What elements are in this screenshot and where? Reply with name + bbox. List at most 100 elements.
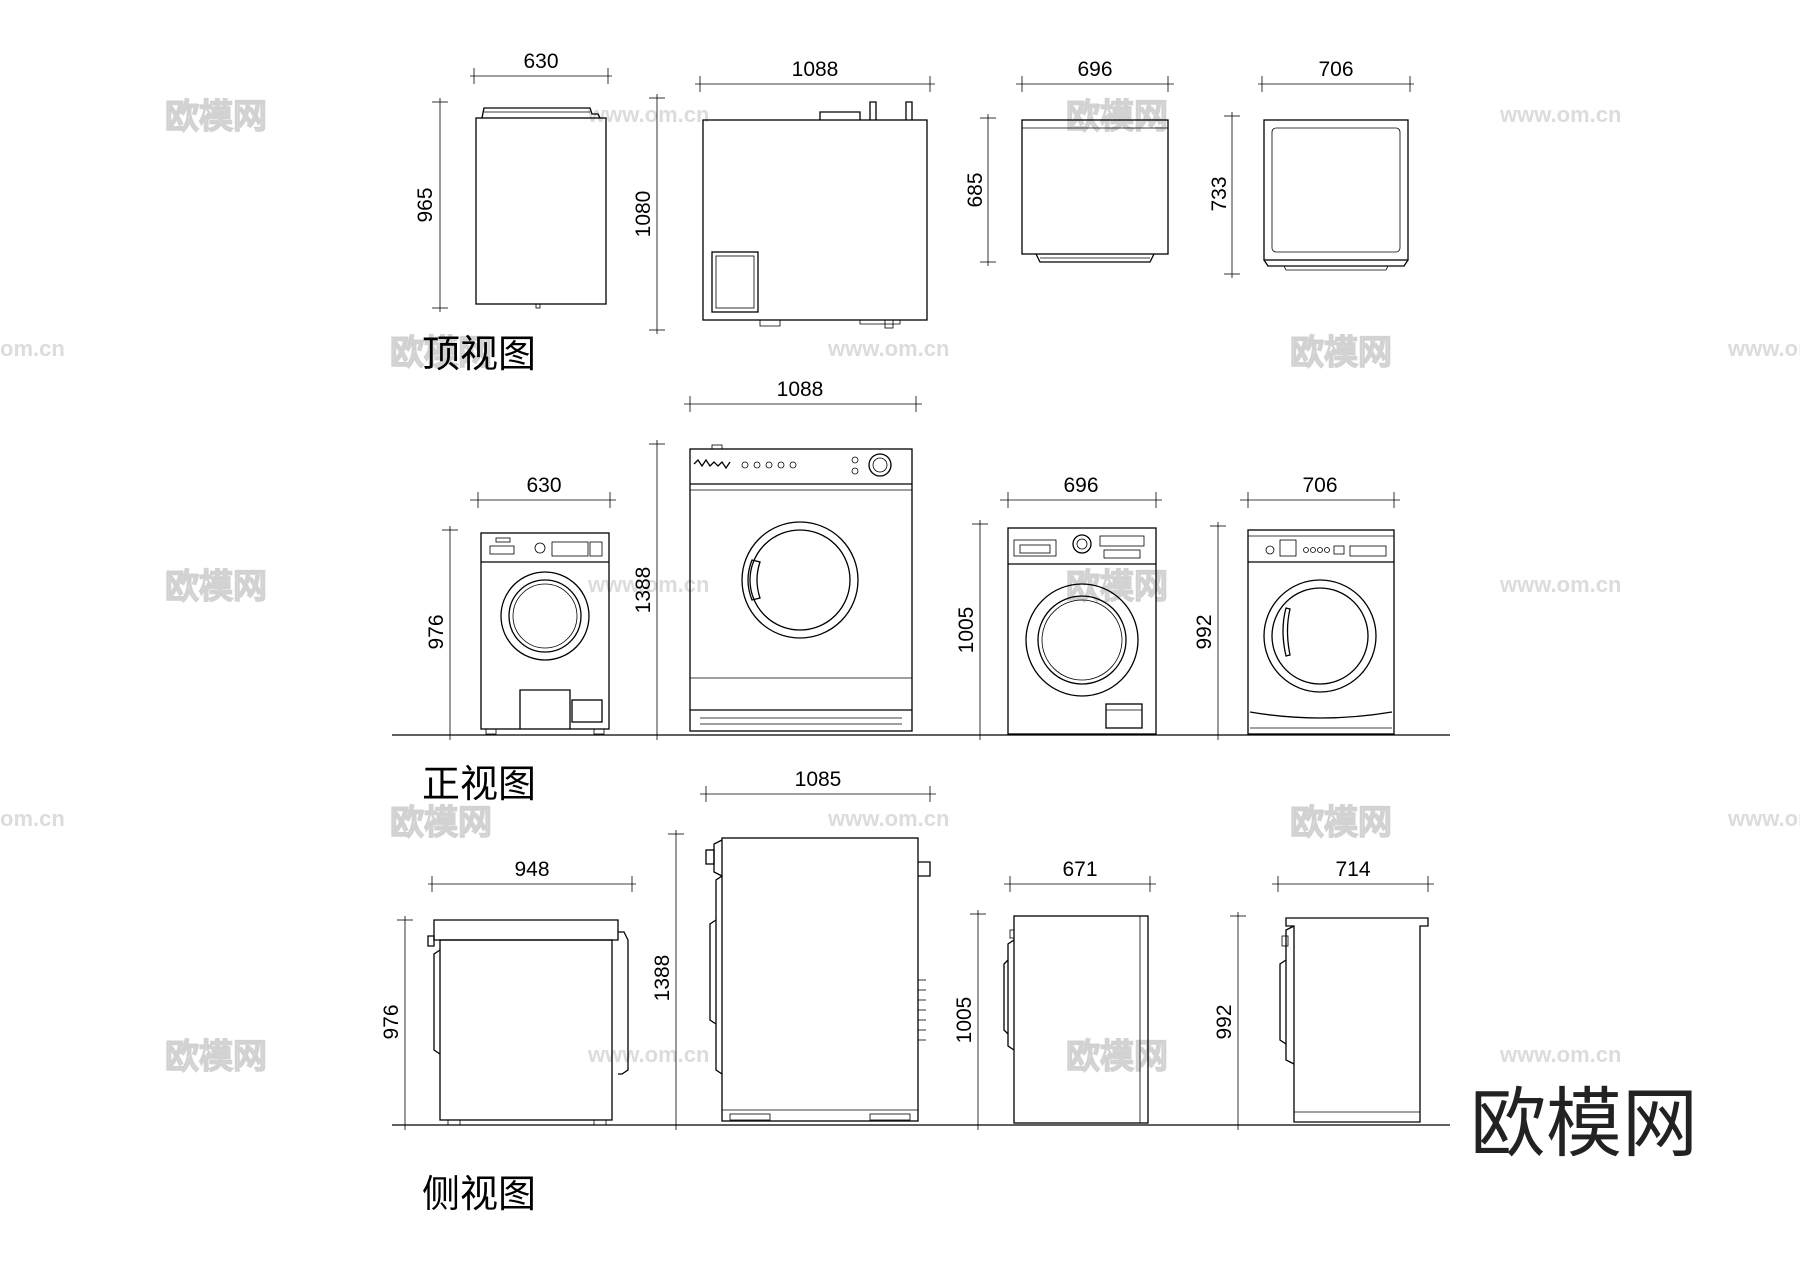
dimension-width: 1088 bbox=[684, 378, 922, 412]
appliance-outline bbox=[1007, 527, 1157, 735]
door-profile bbox=[709, 919, 717, 1025]
front-view-unit-1: 630 976 bbox=[425, 474, 616, 740]
dimension-label: 706 bbox=[1318, 58, 1353, 81]
dimension-label: 714 bbox=[1335, 858, 1370, 881]
appliance-detergent-box bbox=[711, 251, 759, 313]
dimension-label: 976 bbox=[380, 1004, 403, 1039]
watermark-url: www.om.cn bbox=[587, 1042, 709, 1067]
door-ring bbox=[741, 521, 859, 639]
appliance-door-bulge bbox=[1035, 253, 1155, 263]
dimension-label: 992 bbox=[1213, 1004, 1236, 1039]
dimension-height: 976 bbox=[425, 526, 458, 740]
dimension-label: 685 bbox=[964, 172, 987, 207]
appliance-door-bulge bbox=[1263, 259, 1409, 267]
appliance-outline bbox=[1263, 119, 1409, 261]
dimension-label: 696 bbox=[1063, 474, 1098, 497]
watermark-url: www.om.cn bbox=[827, 806, 949, 831]
door-ring bbox=[1025, 583, 1139, 697]
dimension-width: 706 bbox=[1258, 58, 1414, 92]
appliance-outline bbox=[480, 532, 610, 730]
watermark-url: om.cn bbox=[0, 806, 65, 831]
watermark-layer: 欧模网 www.om.cn 欧模网 www.om.cn om.cn 欧模网 ww… bbox=[0, 96, 1800, 1168]
dimension-label: 1388 bbox=[632, 567, 655, 614]
dimension-label: 1085 bbox=[795, 768, 842, 791]
door-profile bbox=[1007, 939, 1015, 1051]
dimension-width: 1088 bbox=[695, 58, 935, 92]
appliance-outline bbox=[439, 939, 613, 1121]
dimension-depth: 733 bbox=[1208, 112, 1240, 278]
dimension-label: 1088 bbox=[792, 58, 839, 81]
title-front-view: 正视图 bbox=[422, 762, 536, 806]
bottom-curve bbox=[1249, 711, 1393, 719]
watermark-url: www.om.cn bbox=[587, 572, 709, 597]
program-knob bbox=[868, 453, 892, 477]
dimension-label: 1388 bbox=[651, 955, 674, 1002]
side-view: 948 976 1085 bbox=[380, 768, 1450, 1130]
top-view-unit-3: 696 685 bbox=[964, 58, 1174, 266]
watermark-brand-large: 欧模网 bbox=[1470, 1079, 1698, 1168]
watermark-url: om.cn bbox=[0, 336, 65, 361]
front-view: 630 976 bbox=[392, 378, 1450, 740]
watermark-brand: 欧模网 bbox=[390, 333, 492, 373]
appliance-outline bbox=[702, 119, 928, 321]
appliance-outline bbox=[1021, 119, 1169, 255]
door-glass bbox=[508, 579, 582, 653]
dimension-depth: 965 bbox=[414, 98, 448, 312]
filter-cover bbox=[1105, 703, 1143, 729]
dimension-depth: 1085 bbox=[700, 768, 936, 802]
door-profile bbox=[1285, 925, 1295, 1065]
watermark-brand: 欧模网 bbox=[165, 567, 267, 607]
dimension-depth: 714 bbox=[1272, 858, 1434, 892]
door-glass bbox=[749, 529, 851, 631]
appliance-outline bbox=[1247, 529, 1395, 735]
dimension-width: 696 bbox=[1016, 58, 1174, 92]
watermark-url: www.om.cn bbox=[1727, 336, 1800, 361]
dimension-depth: 671 bbox=[1004, 858, 1156, 892]
door-glass bbox=[1037, 595, 1127, 685]
top-view: 630 965 1088 bbox=[414, 50, 1414, 334]
appliance-outline bbox=[721, 837, 919, 1122]
watermark-brand: 欧模网 bbox=[1066, 1037, 1168, 1077]
dimension-depth: 948 bbox=[428, 858, 636, 892]
dimension-label: 630 bbox=[523, 50, 558, 73]
door-handle bbox=[747, 559, 761, 601]
side-view-unit-2: 1085 1388 bbox=[651, 768, 936, 1130]
dimension-label: 976 bbox=[425, 614, 448, 649]
appliance-outline bbox=[1013, 915, 1149, 1124]
appliance-outline bbox=[475, 117, 607, 305]
dimension-width: 706 bbox=[1240, 474, 1400, 508]
front-view-unit-4: 706 992 bbox=[1193, 474, 1400, 740]
appliance-top-fitting bbox=[819, 111, 861, 120]
watermark-brand: 欧模网 bbox=[165, 1037, 267, 1077]
dimension-label: 733 bbox=[1208, 176, 1231, 211]
door-ring bbox=[500, 571, 590, 661]
door-ring bbox=[1263, 579, 1377, 693]
watermark-url: www.om.cn bbox=[1499, 1042, 1621, 1067]
dimension-label: 1005 bbox=[955, 607, 978, 654]
dimension-label: 992 bbox=[1193, 614, 1216, 649]
dimension-height: 976 bbox=[380, 916, 413, 1130]
dimension-label: 1088 bbox=[777, 378, 824, 401]
watermark-brand: 欧模网 bbox=[390, 803, 492, 843]
brand-logo-script bbox=[693, 458, 731, 470]
watermark-url: www.om.cn bbox=[1499, 102, 1621, 127]
dimension-height: 1388 bbox=[651, 830, 684, 1130]
door-glass bbox=[1271, 587, 1369, 685]
dimension-height: 992 bbox=[1213, 912, 1246, 1130]
appliance-outline bbox=[689, 448, 913, 732]
title-side-view: 侧视图 bbox=[422, 1172, 536, 1216]
dimension-height: 1005 bbox=[953, 910, 986, 1130]
dimension-height: 992 bbox=[1193, 522, 1226, 740]
front-view-unit-3: 696 1005 bbox=[955, 474, 1162, 740]
side-view-unit-3: 671 1005 bbox=[953, 858, 1156, 1130]
dimension-label: 1005 bbox=[953, 997, 976, 1044]
watermark-brand: 欧模网 bbox=[1290, 803, 1392, 843]
watermark-url: www.om.cn bbox=[827, 336, 949, 361]
side-view-unit-4: 714 992 bbox=[1213, 858, 1434, 1130]
dimension-label: 630 bbox=[526, 474, 561, 497]
front-view-unit-2: 1088 1388 bbox=[632, 378, 922, 740]
dimension-label: 706 bbox=[1302, 474, 1337, 497]
top-view-unit-4: 706 733 bbox=[1208, 58, 1414, 278]
filter-cover bbox=[571, 699, 603, 723]
